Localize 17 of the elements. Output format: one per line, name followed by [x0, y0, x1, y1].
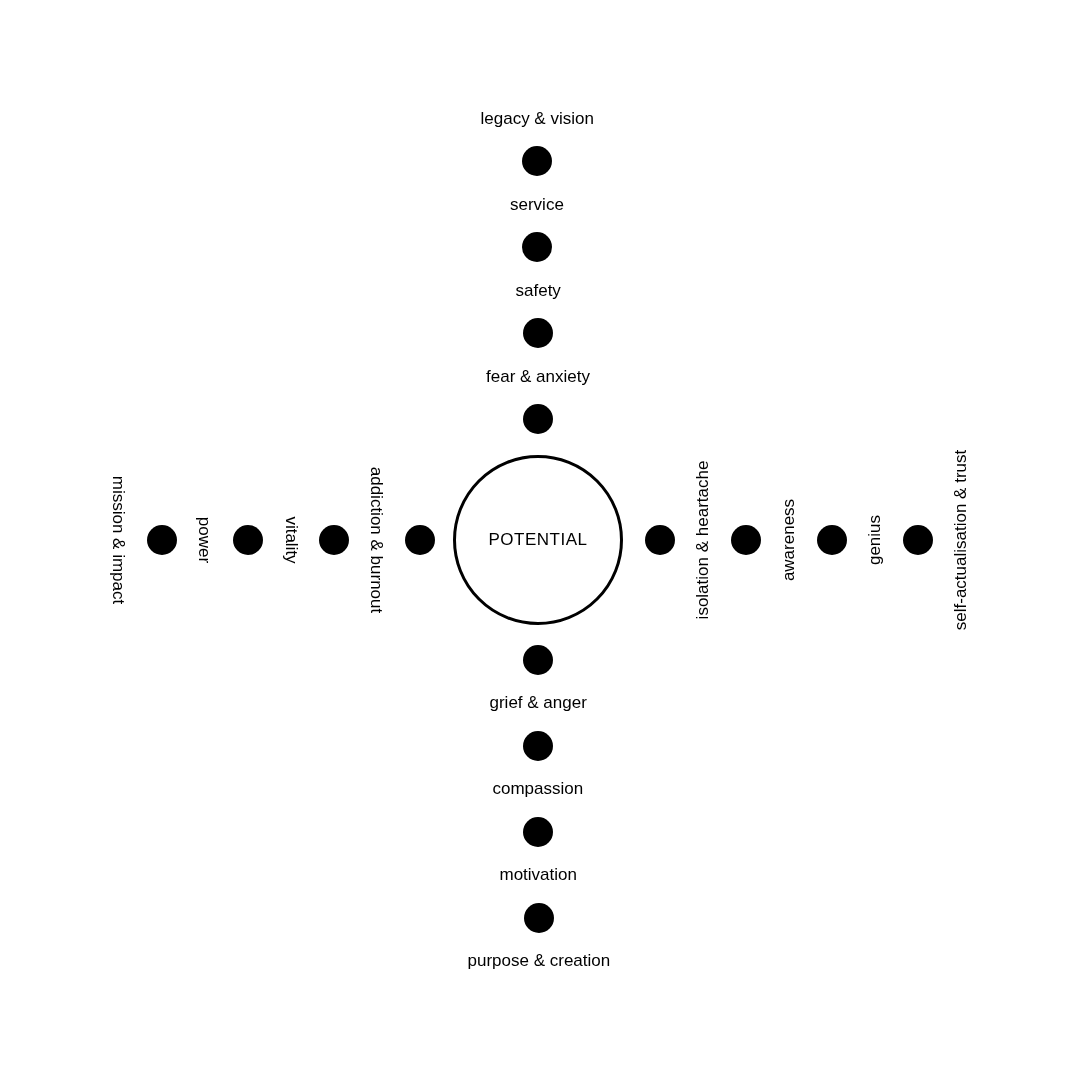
stage-label: grief & anger [489, 693, 587, 713]
stage-label: power [194, 516, 215, 564]
stage-label: compassion [492, 779, 584, 799]
stage-label: isolation & heartache [692, 460, 713, 620]
stage-label: vitality [280, 516, 301, 564]
stage-label: addiction & burnout [365, 466, 386, 614]
stage-label: mission & impact [108, 475, 129, 605]
stage-label: self-actualisation & trust [951, 449, 972, 631]
stage-label: motivation [499, 865, 577, 885]
stage-label: awareness [779, 498, 800, 582]
center-label: POTENTIAL [488, 530, 588, 550]
stage-label: legacy & vision [480, 109, 594, 129]
stage-label: fear & anxiety [486, 367, 590, 387]
stage-label: genius [865, 514, 886, 566]
stage-label: purpose & creation [467, 951, 611, 971]
stage-label: service [510, 195, 564, 215]
stage-label: safety [515, 281, 561, 301]
